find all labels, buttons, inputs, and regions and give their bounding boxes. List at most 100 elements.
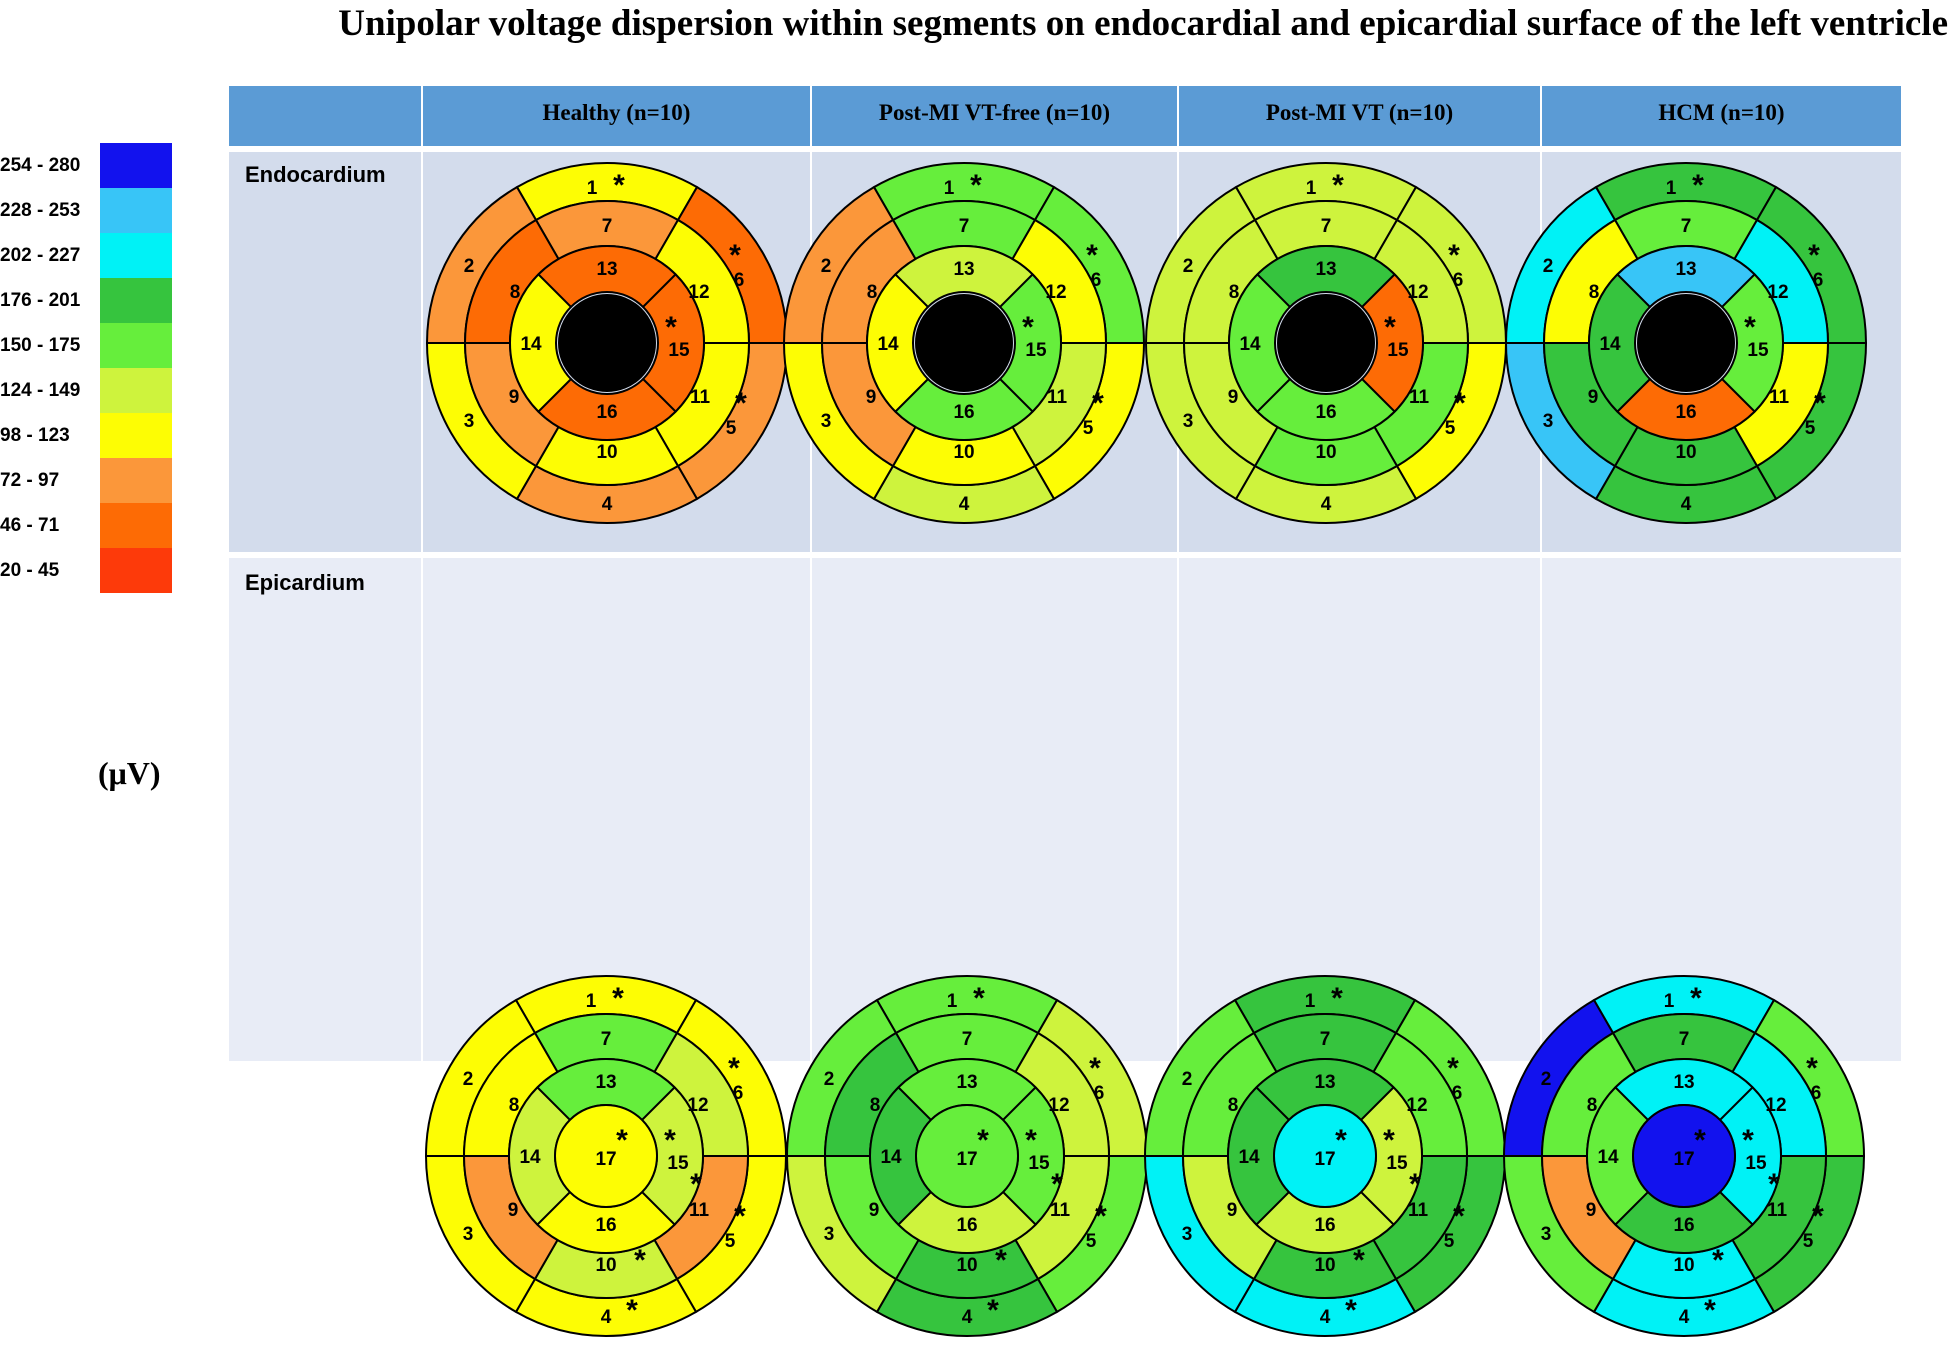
legend-swatch bbox=[100, 233, 172, 278]
segment-13 bbox=[536, 245, 678, 309]
segment-number: 2 bbox=[1543, 256, 1554, 277]
segment-13 bbox=[893, 245, 1035, 309]
segment-number: 6 bbox=[733, 1083, 744, 1104]
segment-number: 1 bbox=[1305, 991, 1316, 1012]
segment-number: 7 bbox=[1681, 216, 1692, 237]
significance-star: * bbox=[987, 1294, 999, 1327]
legend-item: 150 - 175 bbox=[0, 323, 180, 368]
figure-title: Unipolar voltage dispersion within segme… bbox=[338, 3, 1948, 44]
significance-star: * bbox=[973, 982, 985, 1015]
significance-star: * bbox=[634, 1244, 646, 1277]
segment-number: 14 bbox=[880, 1147, 902, 1168]
segment-number: 12 bbox=[687, 1095, 708, 1116]
legend-unit: (μV) bbox=[98, 755, 161, 791]
segment-number: 13 bbox=[953, 259, 974, 280]
legend-swatch bbox=[100, 458, 172, 503]
segment-number: 10 bbox=[953, 442, 974, 463]
segment-15 bbox=[1720, 272, 1784, 414]
segment-number: 12 bbox=[1407, 282, 1428, 303]
significance-star: * bbox=[690, 1168, 702, 1201]
segment-number: 13 bbox=[595, 1072, 616, 1093]
segment-number: 14 bbox=[519, 1147, 541, 1168]
segment-number: 6 bbox=[1452, 1083, 1463, 1104]
segment-number: 5 bbox=[1444, 1231, 1455, 1252]
legend-swatch bbox=[100, 548, 172, 593]
significance-star: * bbox=[728, 1052, 740, 1085]
segment-number: 5 bbox=[1083, 418, 1094, 439]
segment-number: 1 bbox=[586, 991, 597, 1012]
segment-number: 10 bbox=[596, 442, 617, 463]
legend-label: 202 - 227 bbox=[0, 245, 81, 266]
legend-label: 254 - 280 bbox=[0, 155, 81, 176]
segment-14 bbox=[509, 272, 573, 414]
legend-label: 98 - 123 bbox=[0, 425, 70, 446]
column-header: Post-MI VT (n=10) bbox=[1179, 86, 1540, 146]
significance-star: * bbox=[1383, 1124, 1395, 1157]
column-header: HCM (n=10) bbox=[1542, 86, 1901, 146]
segment-16 bbox=[893, 377, 1035, 441]
segment-number: 12 bbox=[1765, 1095, 1786, 1116]
segment-number: 14 bbox=[877, 334, 899, 355]
segment-number: 12 bbox=[1045, 282, 1066, 303]
segment-number: 4 bbox=[1321, 494, 1332, 515]
segment-number: 11 bbox=[1409, 387, 1430, 408]
segment-number: 16 bbox=[956, 1215, 977, 1236]
segment-number: 10 bbox=[1314, 1255, 1335, 1276]
significance-star: * bbox=[664, 1124, 676, 1157]
segment-number: 16 bbox=[1315, 402, 1336, 423]
segment-number: 5 bbox=[726, 418, 737, 439]
column-header-label: Post-MI VT-free (n=10) bbox=[878, 100, 1111, 125]
significance-star: * bbox=[1353, 1244, 1365, 1277]
segment-number: 6 bbox=[1453, 270, 1464, 291]
segment-number: 15 bbox=[1025, 340, 1047, 361]
segment-number: 7 bbox=[1679, 1029, 1690, 1050]
segment-number: 8 bbox=[867, 282, 878, 303]
significance-star: * bbox=[1345, 1294, 1357, 1327]
legend-swatch bbox=[100, 278, 172, 323]
legend-swatch bbox=[100, 143, 172, 188]
segment-16 bbox=[536, 377, 678, 441]
legend-item: 98 - 123 bbox=[0, 413, 180, 458]
segment-number: 17 bbox=[956, 1149, 977, 1170]
legend-item: 176 - 201 bbox=[0, 278, 180, 323]
segment-number: 7 bbox=[1321, 216, 1332, 237]
segment-number: 10 bbox=[1675, 442, 1696, 463]
segment-number: 13 bbox=[596, 259, 617, 280]
segment-number: 10 bbox=[1673, 1255, 1694, 1276]
segment-number: 8 bbox=[1587, 1095, 1598, 1116]
legend-label: 150 - 175 bbox=[0, 335, 81, 356]
segment-number: 1 bbox=[1306, 178, 1317, 199]
segment-number: 2 bbox=[464, 256, 475, 277]
significance-star: * bbox=[1086, 239, 1098, 272]
segment-number: 8 bbox=[870, 1095, 881, 1116]
segment-14 bbox=[866, 272, 930, 414]
column-header: Post-MI VT-free (n=10) bbox=[812, 86, 1177, 146]
significance-star: * bbox=[1454, 387, 1466, 420]
legend-label: 124 - 149 bbox=[0, 380, 81, 401]
significance-star: * bbox=[1448, 239, 1460, 272]
legend-label: 20 - 45 bbox=[0, 560, 60, 581]
segment-number: 7 bbox=[959, 216, 970, 237]
significance-star: * bbox=[1692, 169, 1704, 202]
segment-16 bbox=[1615, 377, 1757, 441]
row-label-cell: Endocardium bbox=[229, 152, 421, 552]
segment-15 bbox=[1360, 272, 1424, 414]
significance-star: * bbox=[1704, 1294, 1716, 1327]
cavity bbox=[915, 294, 1013, 392]
significance-star: * bbox=[1089, 1052, 1101, 1085]
segment-number: 14 bbox=[1597, 1147, 1619, 1168]
segment-number: 16 bbox=[595, 1215, 616, 1236]
segment-number: 11 bbox=[1050, 1200, 1071, 1221]
segment-number: 8 bbox=[1228, 1095, 1239, 1116]
significance-star: * bbox=[1092, 387, 1104, 420]
legend-item: 72 - 97 bbox=[0, 458, 180, 503]
significance-star: * bbox=[1022, 311, 1034, 344]
significance-star: * bbox=[1409, 1168, 1421, 1201]
